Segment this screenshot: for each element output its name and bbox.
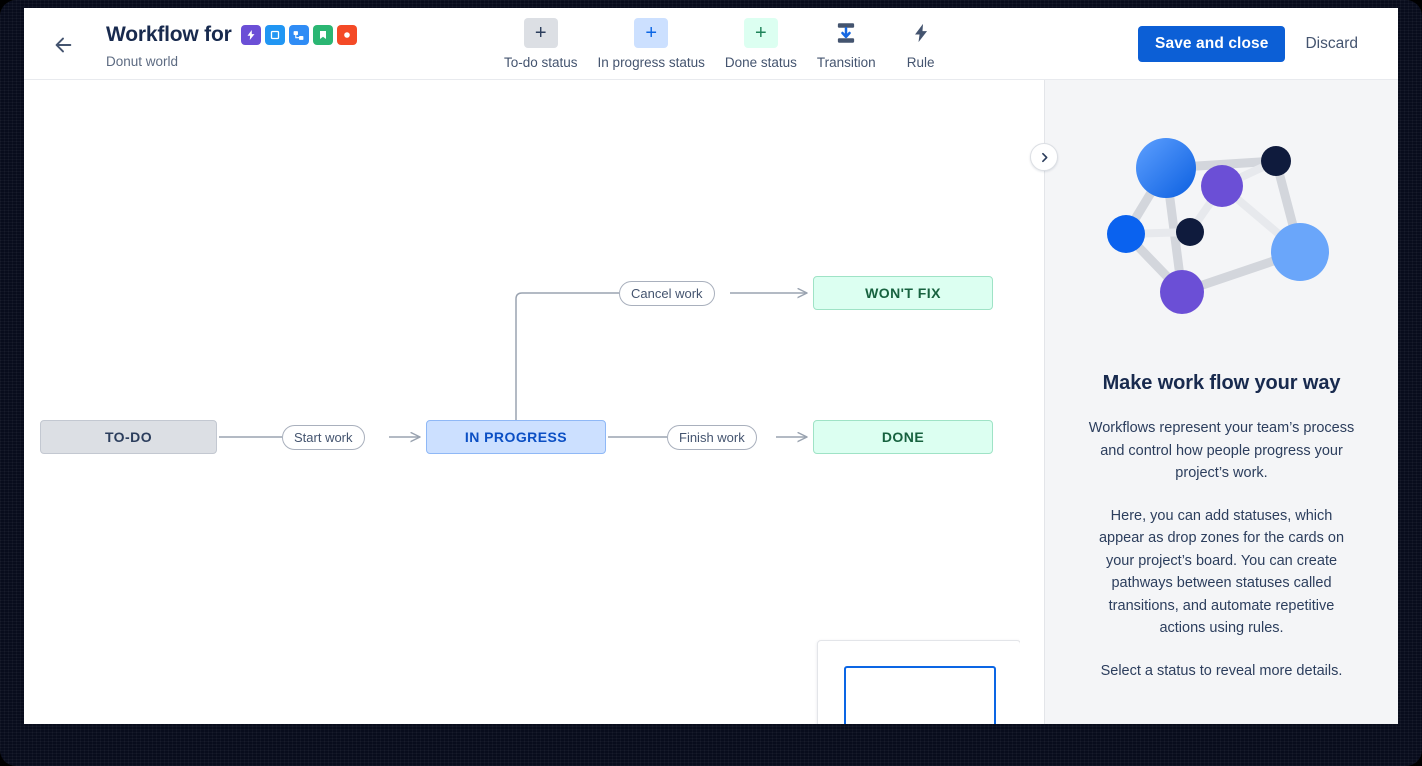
transition-icon [829,18,863,48]
plus-icon: + [743,18,778,48]
header-bar: Workflow for [24,8,1398,80]
arrow-left-icon [55,37,72,53]
title-row: Workflow for [106,22,357,48]
discard-button[interactable]: Discard [1291,26,1372,62]
minimap-viewport-rect[interactable] [844,666,996,724]
bolt-icon [904,18,938,48]
minimap-panel [817,640,1020,724]
page-title: Workflow for [106,23,232,46]
plus-icon: + [634,18,669,48]
panel-title: Make work flow your way [1102,372,1341,394]
subtask-icon[interactable] [288,25,309,45]
panel-paragraph-3: Select a status to reveal more details. [1100,662,1343,679]
status-node-in-progress[interactable]: IN PROGRESS [426,420,606,454]
network-graph-graphic [1106,138,1329,314]
square-glyph [270,30,279,40]
work-type-icon-group [240,25,357,45]
workflow-canvas[interactable]: TO-DO IN PROGRESS WON'T FIX DONE Start w… [24,80,1020,724]
epic-icon[interactable] [240,25,261,45]
save-and-close-button[interactable]: Save and close [1138,26,1286,62]
back-button[interactable] [46,28,80,62]
add-rule-label: Rule [906,55,935,70]
transition-glyph [838,23,855,43]
transition-label-finish-work[interactable]: Finish work [667,425,757,450]
story-icon[interactable] [312,25,333,45]
task-icon[interactable] [264,25,285,45]
header-actions: Save and close Discard [1138,26,1372,62]
project-subtitle: Donut world [106,54,179,69]
bolt-glyph [914,23,927,43]
add-todo-status-button[interactable]: + To-do status [494,18,588,70]
add-done-status-button[interactable]: + Done status [715,18,807,70]
collapse-panel-button[interactable] [1030,143,1058,171]
panel-divider [1044,80,1045,724]
transition-label-cancel-work[interactable]: Cancel work [619,281,715,306]
circle-glyph [343,32,350,38]
bookmark-glyph [319,31,326,39]
subtask-glyph [293,30,304,40]
workflow-network-illustration [1067,124,1376,340]
add-inprogress-status-label: In progress status [597,55,705,70]
chevron-right-icon [1041,152,1047,162]
add-todo-status-label: To-do status [504,55,578,70]
status-node-done[interactable]: DONE [813,420,993,454]
panel-paragraph-1: Workflows represent your team’s process … [1088,420,1355,481]
info-panel: Make work flow your way Workflows repres… [1045,80,1398,724]
add-done-status-label: Done status [724,55,797,70]
add-transition-label: Transition [816,55,876,70]
status-node-wont-fix[interactable]: WON'T FIX [813,276,993,310]
toolbar: + To-do status + In progress status + Do… [494,18,956,70]
edge-cancel-work-a [515,292,619,420]
plus-icon: + [523,18,558,48]
bolt-glyph [247,30,255,40]
status-node-todo[interactable]: TO-DO [40,420,217,454]
panel-paragraph-2: Here, you can add statuses, which appear… [1098,507,1345,637]
add-rule-button[interactable]: Rule [886,18,956,70]
workflow-edges [219,80,1020,724]
bug-icon[interactable] [336,25,357,45]
add-inprogress-status-button[interactable]: + In progress status [588,18,715,70]
add-transition-button[interactable]: Transition [807,18,886,70]
transition-label-start-work[interactable]: Start work [282,425,365,450]
title-block: Workflow for [106,22,357,70]
workflow-editor-window: Workflow for [24,8,1398,724]
